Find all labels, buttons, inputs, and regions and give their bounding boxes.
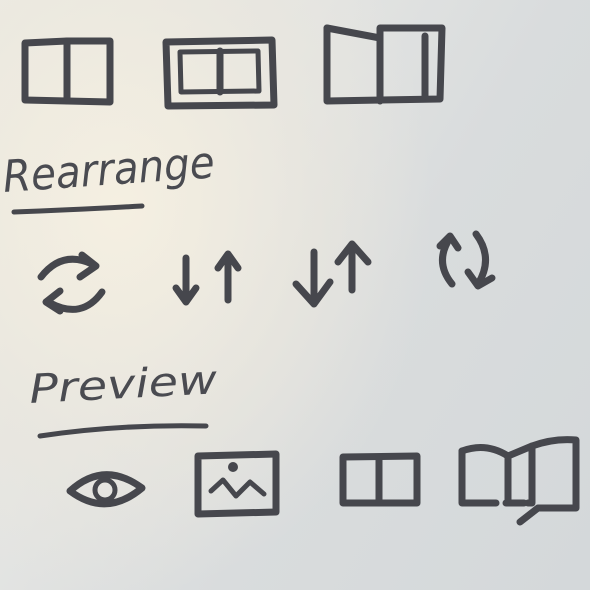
image-icon bbox=[194, 450, 280, 518]
rearrange-label: Rearrange bbox=[1, 137, 216, 203]
open-book-side-icon bbox=[323, 24, 446, 105]
open-book-with-tab-icon bbox=[458, 436, 580, 526]
preview-label: Preview bbox=[28, 357, 218, 413]
rotate-arrows-icon bbox=[37, 251, 106, 315]
swap-vertical-arrows-large-icon bbox=[292, 240, 372, 308]
eye-icon bbox=[66, 471, 146, 508]
preview-underline bbox=[37, 423, 209, 439]
swap-vertical-curved-arrows-icon bbox=[436, 230, 496, 290]
two-page-spread-icon bbox=[339, 452, 421, 507]
open-book-icon bbox=[21, 37, 114, 106]
swap-vertical-arrows-icon bbox=[172, 250, 242, 306]
two-pane-book-icon bbox=[162, 36, 278, 110]
rearrange-underline bbox=[11, 203, 145, 215]
